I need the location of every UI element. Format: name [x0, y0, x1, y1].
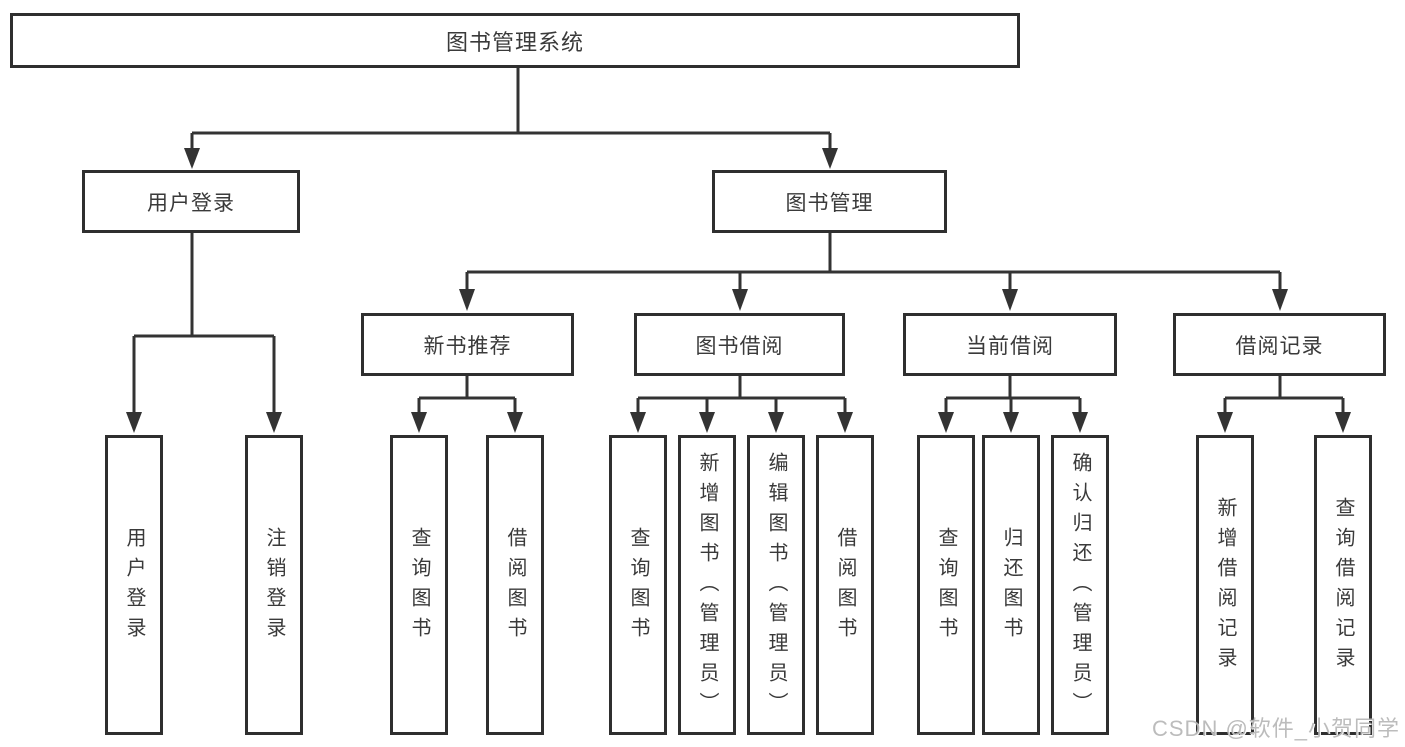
- leaf-add-books-admin: 新增图书（管理员）: [678, 435, 736, 735]
- connector-bookmgmt-to-level3: [465, 233, 1282, 291]
- leaf-query-books-borrow: 查询图书: [609, 435, 667, 735]
- leaf-query-books-recommend: 查询图书: [390, 435, 448, 735]
- arrowheads-level3: [459, 289, 1288, 311]
- connector-records-to-leaves: [1223, 376, 1345, 414]
- arrowheads-current-leaves: [938, 412, 1088, 433]
- node-new-book-recommend: 新书推荐: [361, 313, 574, 376]
- leaf-add-borrow-record: 新增借阅记录: [1196, 435, 1254, 735]
- arrowheads-records-leaves: [1217, 412, 1351, 433]
- leaf-return-books: 归还图书: [982, 435, 1040, 735]
- connector-current-to-leaves: [944, 376, 1082, 414]
- connector-borrow-to-leaves: [636, 376, 847, 414]
- leaf-edit-books-admin: 编辑图书（管理员）: [747, 435, 805, 735]
- leaf-borrow-books: 借阅图书: [816, 435, 874, 735]
- leaf-query-books-current: 查询图书: [917, 435, 975, 735]
- node-book-management: 图书管理: [712, 170, 947, 233]
- connector-root-to-level2: [190, 68, 832, 150]
- node-borrowing-records: 借阅记录: [1173, 313, 1386, 376]
- arrowheads-newbook-leaves: [411, 412, 523, 433]
- arrowheads-userlogin-leaves: [126, 412, 282, 433]
- arrowheads-borrow-leaves: [630, 412, 853, 433]
- arrowheads-level2: [184, 148, 838, 169]
- csdn-watermark: CSDN @软件_小贺同学: [1152, 716, 1401, 741]
- node-user-login: 用户登录: [82, 170, 300, 233]
- leaf-borrow-books-recommend: 借阅图书: [486, 435, 544, 735]
- node-library-system: 图书管理系统: [10, 13, 1020, 68]
- leaf-query-borrow-record: 查询借阅记录: [1314, 435, 1372, 735]
- leaf-user-login: 用户登录: [105, 435, 163, 735]
- connector-userlogin-to-leaves: [132, 233, 276, 414]
- connector-newbook-to-leaves: [417, 376, 517, 414]
- leaf-confirm-return-admin: 确认归还（管理员）: [1051, 435, 1109, 735]
- node-current-borrowing: 当前借阅: [903, 313, 1117, 376]
- leaf-logout: 注销登录: [245, 435, 303, 735]
- node-book-borrowing: 图书借阅: [634, 313, 845, 376]
